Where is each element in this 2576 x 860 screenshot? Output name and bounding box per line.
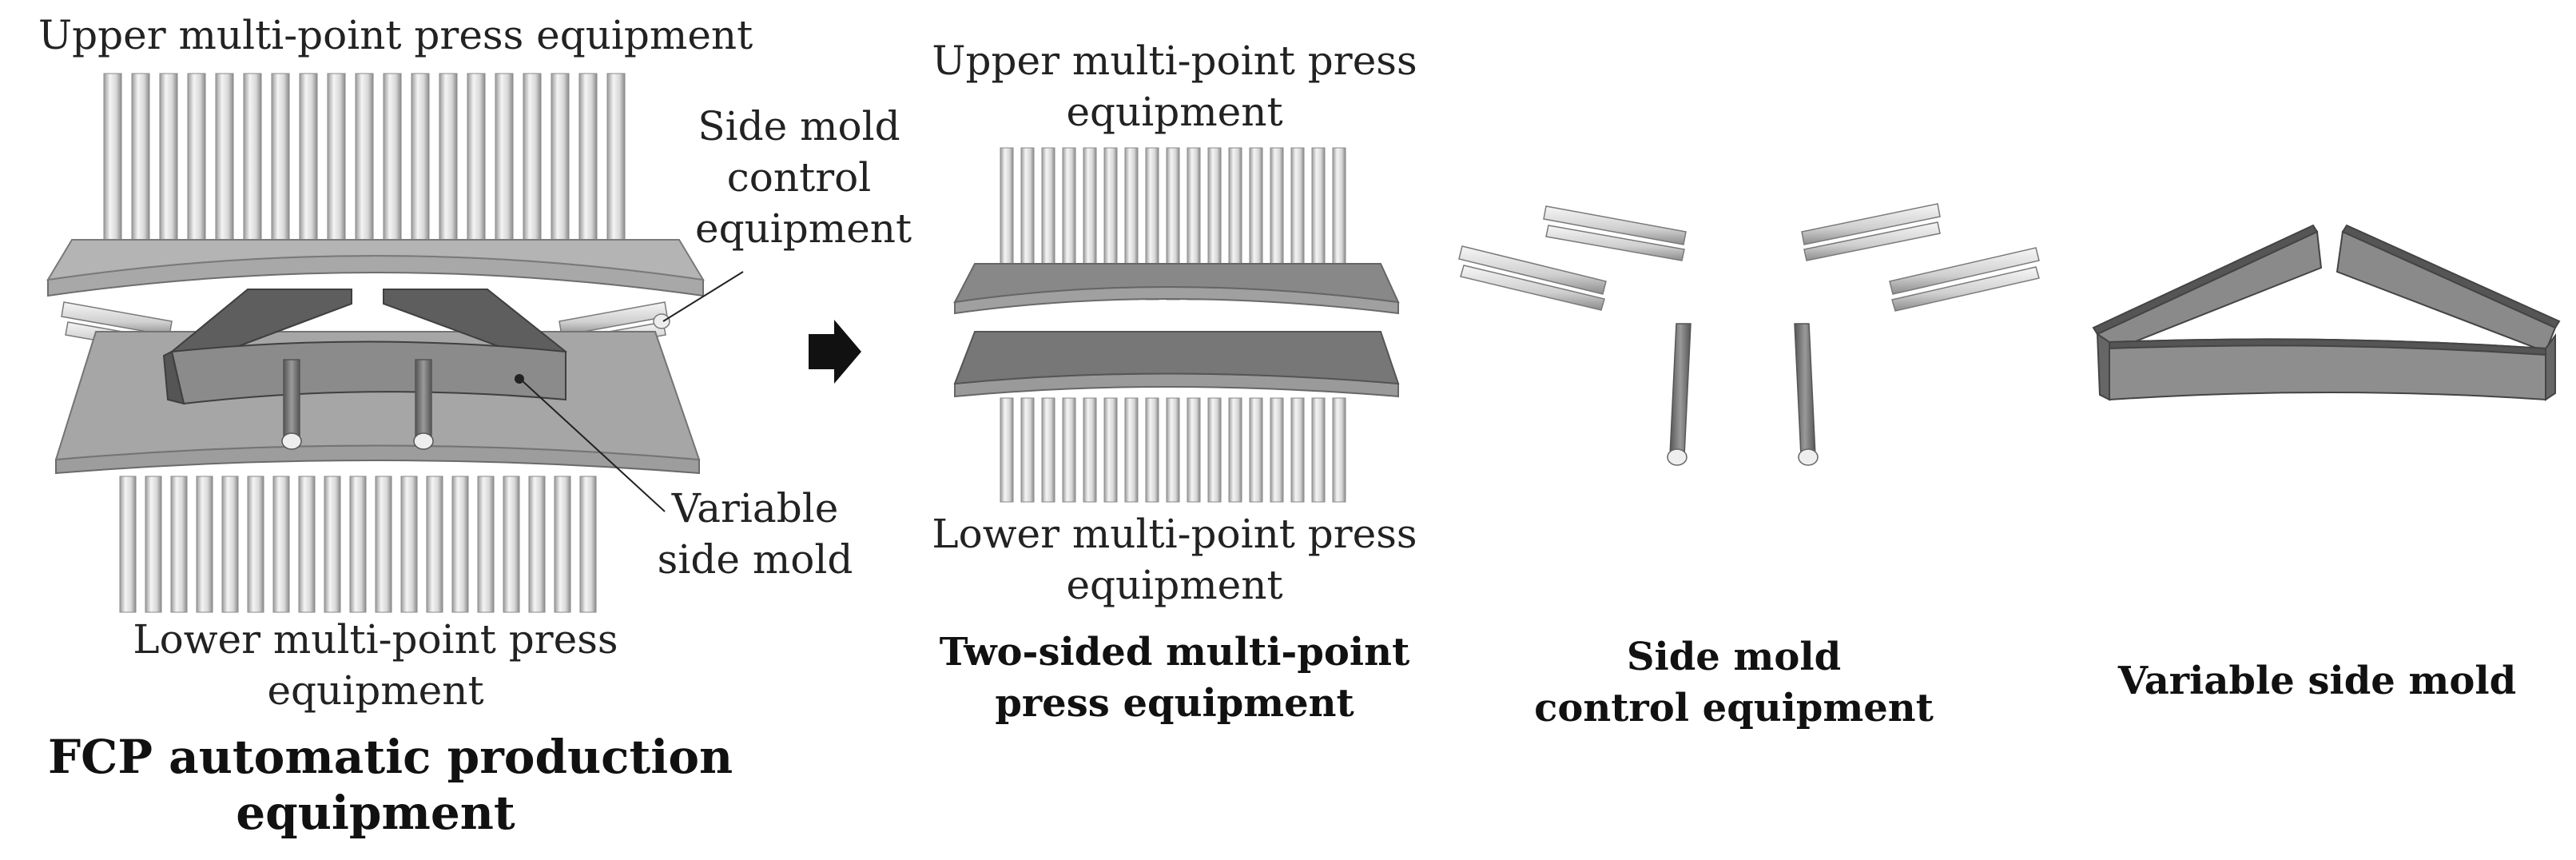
p2-upper-press-label: Upper multi-point press equipment [932, 38, 1417, 135]
lower-press-rods [119, 476, 597, 613]
p3-caption: Side mold control equipment [1534, 635, 1934, 731]
p2-upper-rods [1000, 147, 1346, 301]
p1-variable-side-mold-label: Variable side mold [657, 485, 853, 583]
lower-front-rods [281, 359, 434, 450]
p1-side-mold-control-label: Side mold control equipment [695, 103, 912, 252]
variable-side-mold-illustration [2092, 224, 2561, 401]
upper-press-rods [103, 73, 626, 270]
p4-caption: Variable side mold [2117, 659, 2517, 703]
fcp-equipment-illustration [46, 73, 744, 613]
two-sided-press-illustration [953, 147, 1400, 503]
p1-caption: FCP automatic production equipment [48, 730, 733, 840]
p2-lower-press-label: Lower multi-point press equipment [932, 511, 1417, 608]
variable-side-mold-p1 [162, 289, 567, 405]
leader-side-control [662, 271, 744, 322]
leader-variable-mold [520, 379, 666, 512]
side-control-illustration [1458, 203, 2040, 466]
right-arrow-icon [809, 320, 861, 384]
p1-upper-press-label: Upper multi-point press equipment [38, 12, 753, 58]
p1-lower-press-label: Lower multi-point press equipment [133, 616, 618, 714]
p2-lower-rods [1000, 397, 1346, 503]
p2-caption: Two-sided multi-point press equipment [939, 630, 1410, 726]
